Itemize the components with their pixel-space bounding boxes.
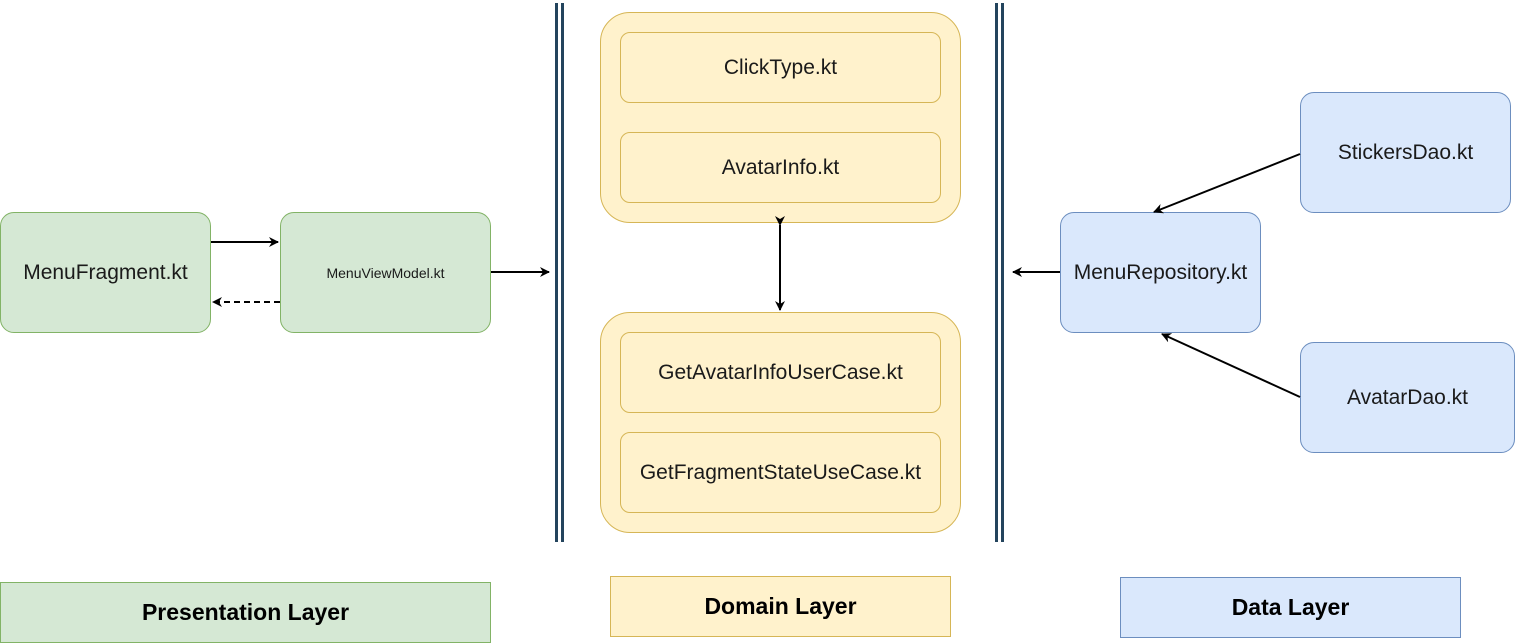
domain-layer-text: Domain Layer: [704, 593, 857, 619]
menu-fragment-label: MenuFragment.kt: [23, 260, 188, 284]
domain-layer-label: Domain Layer: [610, 576, 951, 637]
stickers-dao-node[interactable]: StickersDao.kt: [1300, 92, 1511, 213]
menu-repository-label: MenuRepository.kt: [1073, 260, 1248, 284]
menu-fragment-node[interactable]: MenuFragment.kt: [0, 212, 211, 333]
boundary-divider-right-a: [995, 3, 998, 542]
get-avatar-info-use-case-label: GetAvatarInfoUserCase.kt: [658, 360, 903, 384]
click-type-node[interactable]: ClickType.kt: [620, 32, 941, 103]
get-fragment-state-use-case-label: GetFragmentStateUseCase.kt: [639, 460, 922, 484]
menu-view-model-node[interactable]: MenuViewModel.kt: [280, 212, 491, 333]
boundary-divider-left-b: [561, 3, 564, 542]
boundary-divider-right-b: [1001, 3, 1004, 542]
avatar-dao-label: AvatarDao.kt: [1346, 385, 1468, 409]
stickersdao-to-repository-arrow: [1153, 153, 1301, 214]
avatar-info-node[interactable]: AvatarInfo.kt: [620, 132, 941, 203]
presentation-layer-text: Presentation Layer: [141, 599, 350, 625]
boundary-divider-left-a: [555, 3, 558, 542]
data-layer-text: Data Layer: [1231, 594, 1350, 620]
data-layer-label: Data Layer: [1120, 577, 1461, 638]
menu-view-model-label: MenuViewModel.kt: [326, 264, 445, 281]
get-fragment-state-use-case-node[interactable]: GetFragmentStateUseCase.kt: [620, 432, 941, 513]
menu-repository-node[interactable]: MenuRepository.kt: [1060, 212, 1261, 333]
click-type-label: ClickType.kt: [723, 55, 838, 79]
get-avatar-info-use-case-node[interactable]: GetAvatarInfoUserCase.kt: [620, 332, 941, 413]
avatar-info-label: AvatarInfo.kt: [721, 155, 840, 179]
avatardao-to-repository-arrow: [1161, 333, 1301, 398]
avatar-dao-node[interactable]: AvatarDao.kt: [1300, 342, 1515, 453]
presentation-layer-label: Presentation Layer: [0, 582, 491, 643]
stickers-dao-label: StickersDao.kt: [1337, 140, 1474, 164]
